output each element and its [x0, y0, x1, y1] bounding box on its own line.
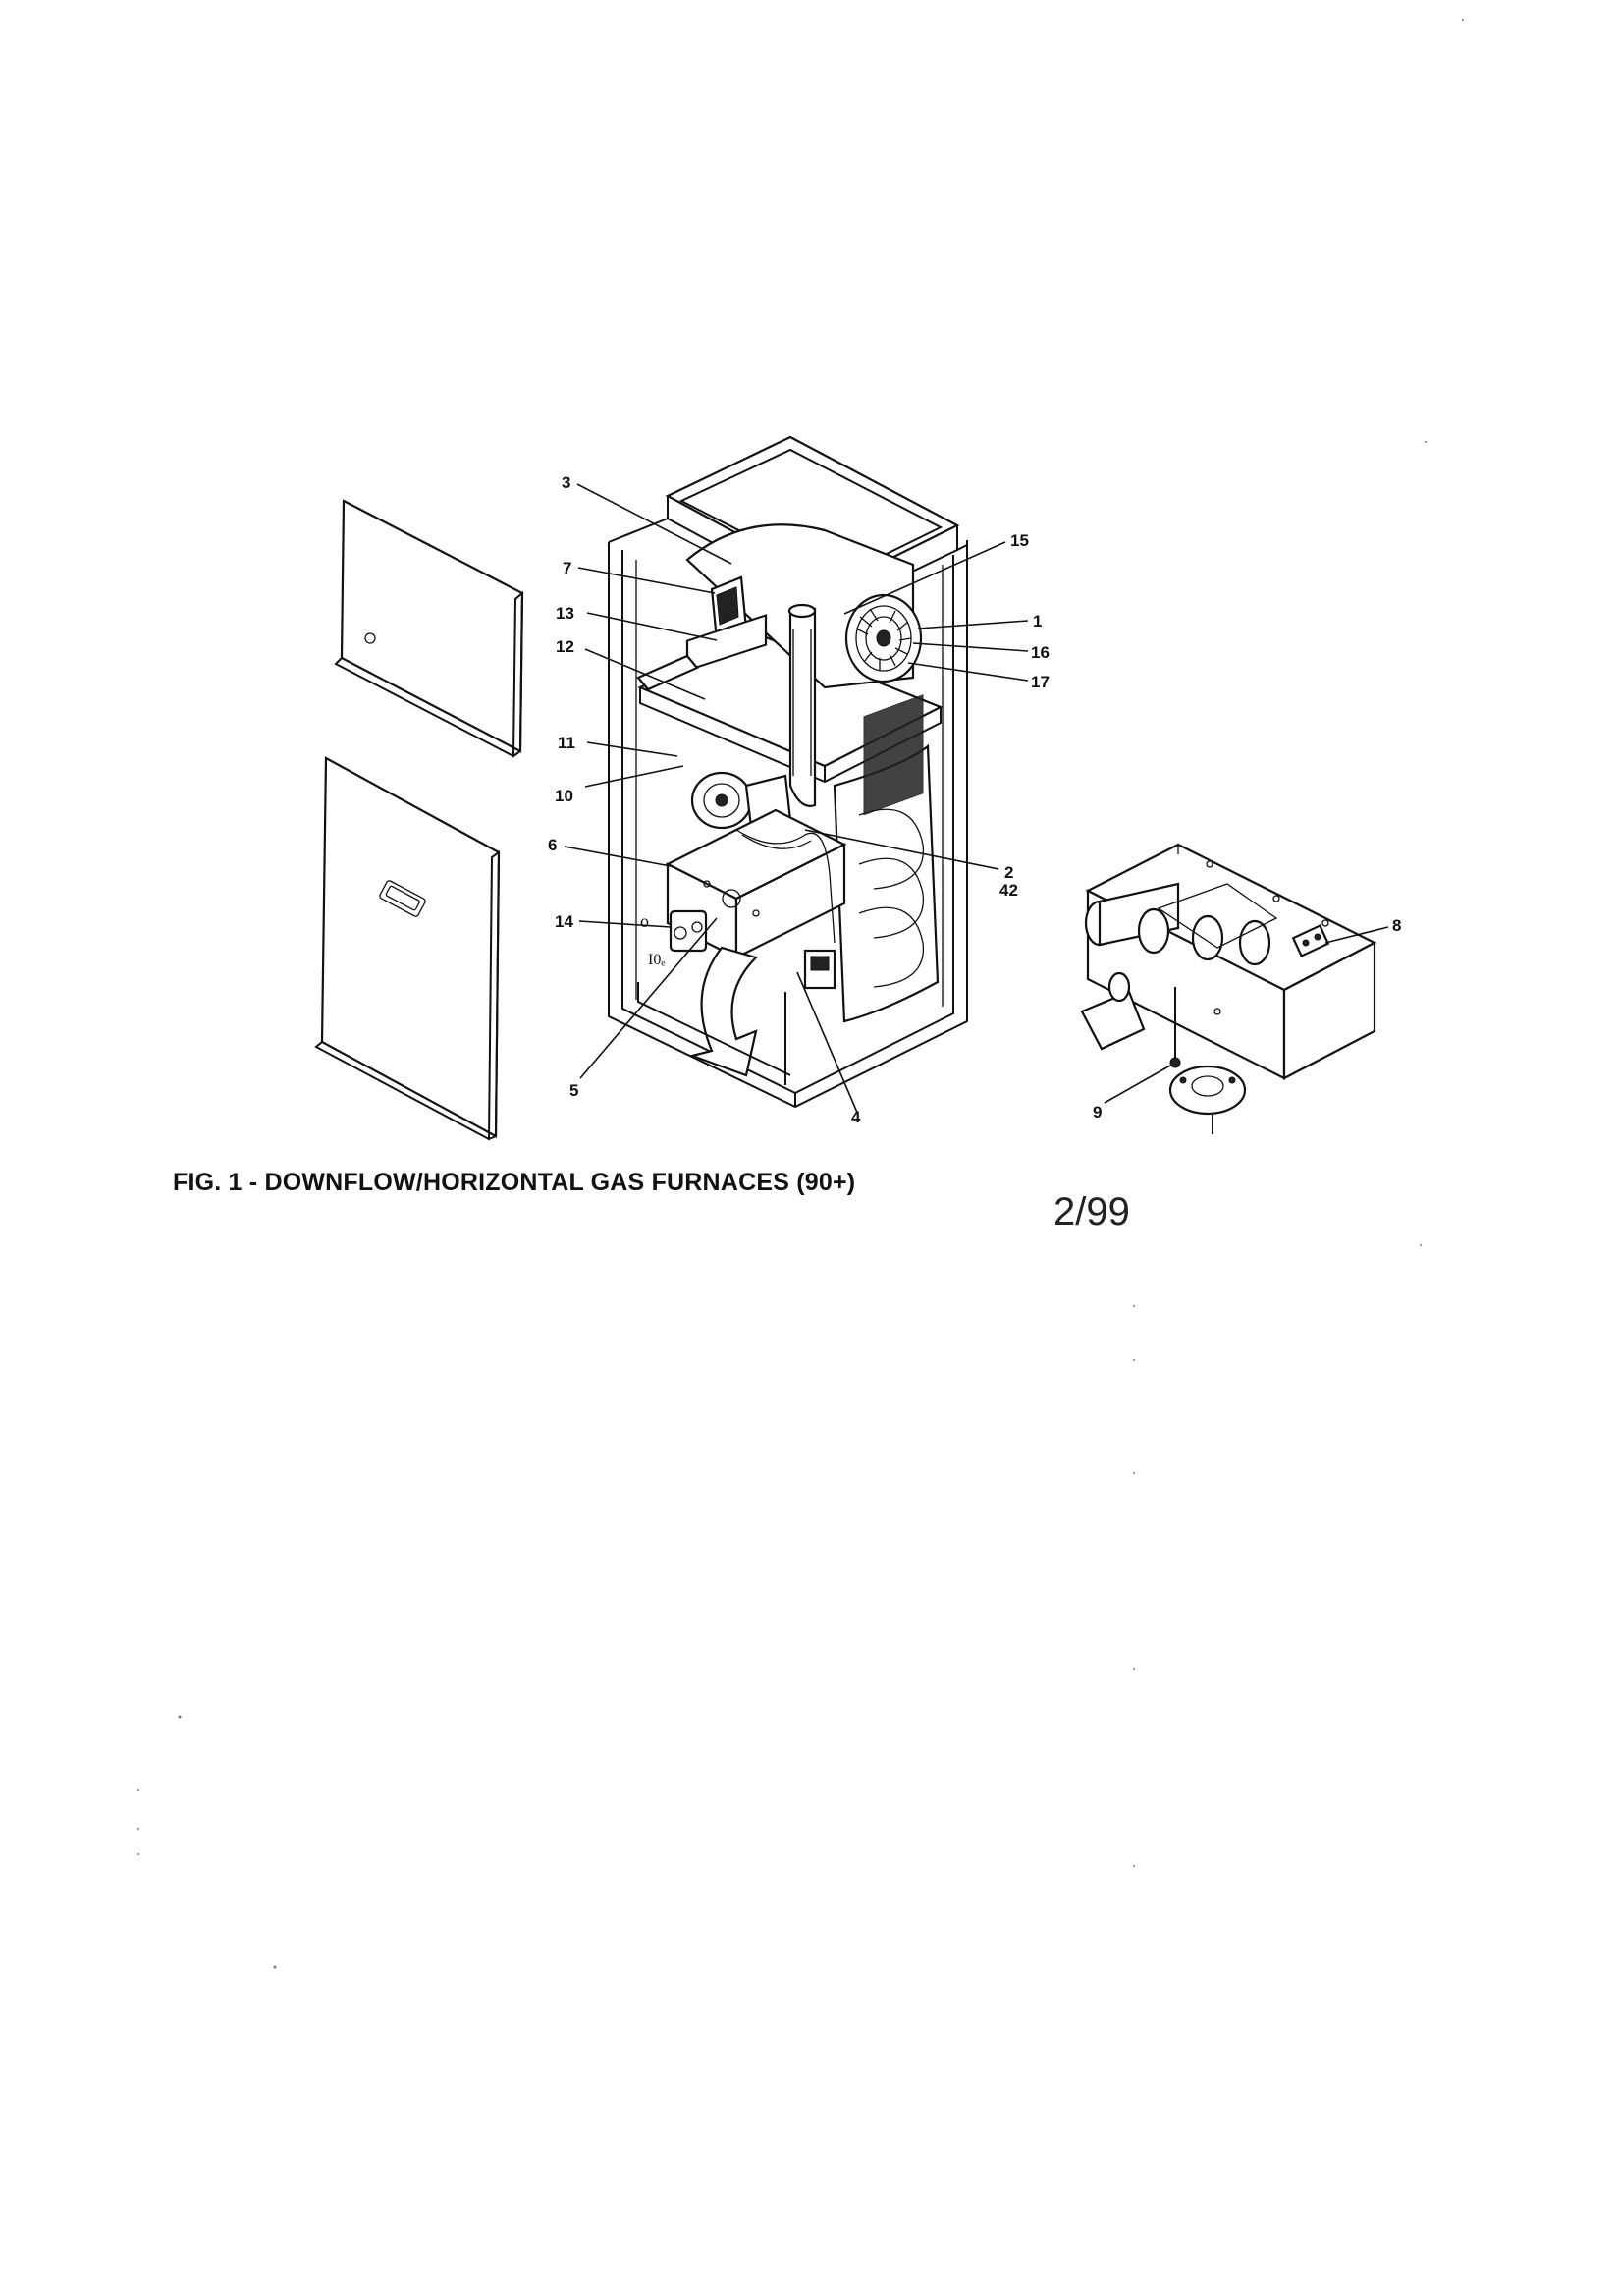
callout-10: 10	[555, 787, 573, 805]
callout-3: 3	[562, 473, 570, 492]
callout-14: 14	[555, 912, 573, 931]
callout-7: 7	[563, 559, 571, 577]
callout-labels: 3 7 13 12 11 10 6 14 5 4 2 42 15 1 16 17…	[548, 473, 1401, 1126]
callout-11: 11	[558, 734, 575, 752]
callout-16: 16	[1031, 643, 1050, 662]
callout-6: 6	[548, 836, 557, 854]
callout-17: 17	[1031, 673, 1050, 691]
blower-wheel-vanes	[855, 608, 912, 670]
callout-9: 9	[1093, 1103, 1102, 1121]
callout-42: 42	[999, 881, 1018, 900]
heat-exchanger	[833, 694, 940, 1023]
svg-text:o: o	[640, 911, 649, 931]
date-code: 2/99	[1053, 1190, 1130, 1233]
callout-13: 13	[556, 604, 574, 623]
leader-lines	[564, 483, 1389, 1116]
burner-assembly-inset	[1080, 843, 1377, 1134]
door-handle-slot	[379, 880, 426, 917]
secondary-coil-fins	[863, 694, 924, 816]
upper-door-panel	[334, 499, 524, 758]
figure-caption: FIG. 1 - DOWNFLOW/HORIZONTAL GAS FURNACE…	[173, 1169, 856, 1196]
callout-12: 12	[556, 637, 574, 656]
lower-door-panel	[314, 756, 501, 1141]
callout-8: 8	[1392, 916, 1401, 935]
airflow-arrow	[688, 946, 759, 1077]
burner-tubes	[1084, 882, 1278, 966]
callout-1: 1	[1033, 612, 1042, 630]
callout-5: 5	[569, 1081, 578, 1100]
callout-15: 15	[1010, 531, 1029, 550]
furnace-cabinet: o I0ₑ	[608, 435, 968, 1109]
callout-2: 2	[1004, 863, 1013, 882]
scan-specks	[137, 19, 1464, 1969]
callout-4: 4	[851, 1108, 861, 1126]
svg-text:I0ₑ: I0ₑ	[648, 952, 665, 968]
